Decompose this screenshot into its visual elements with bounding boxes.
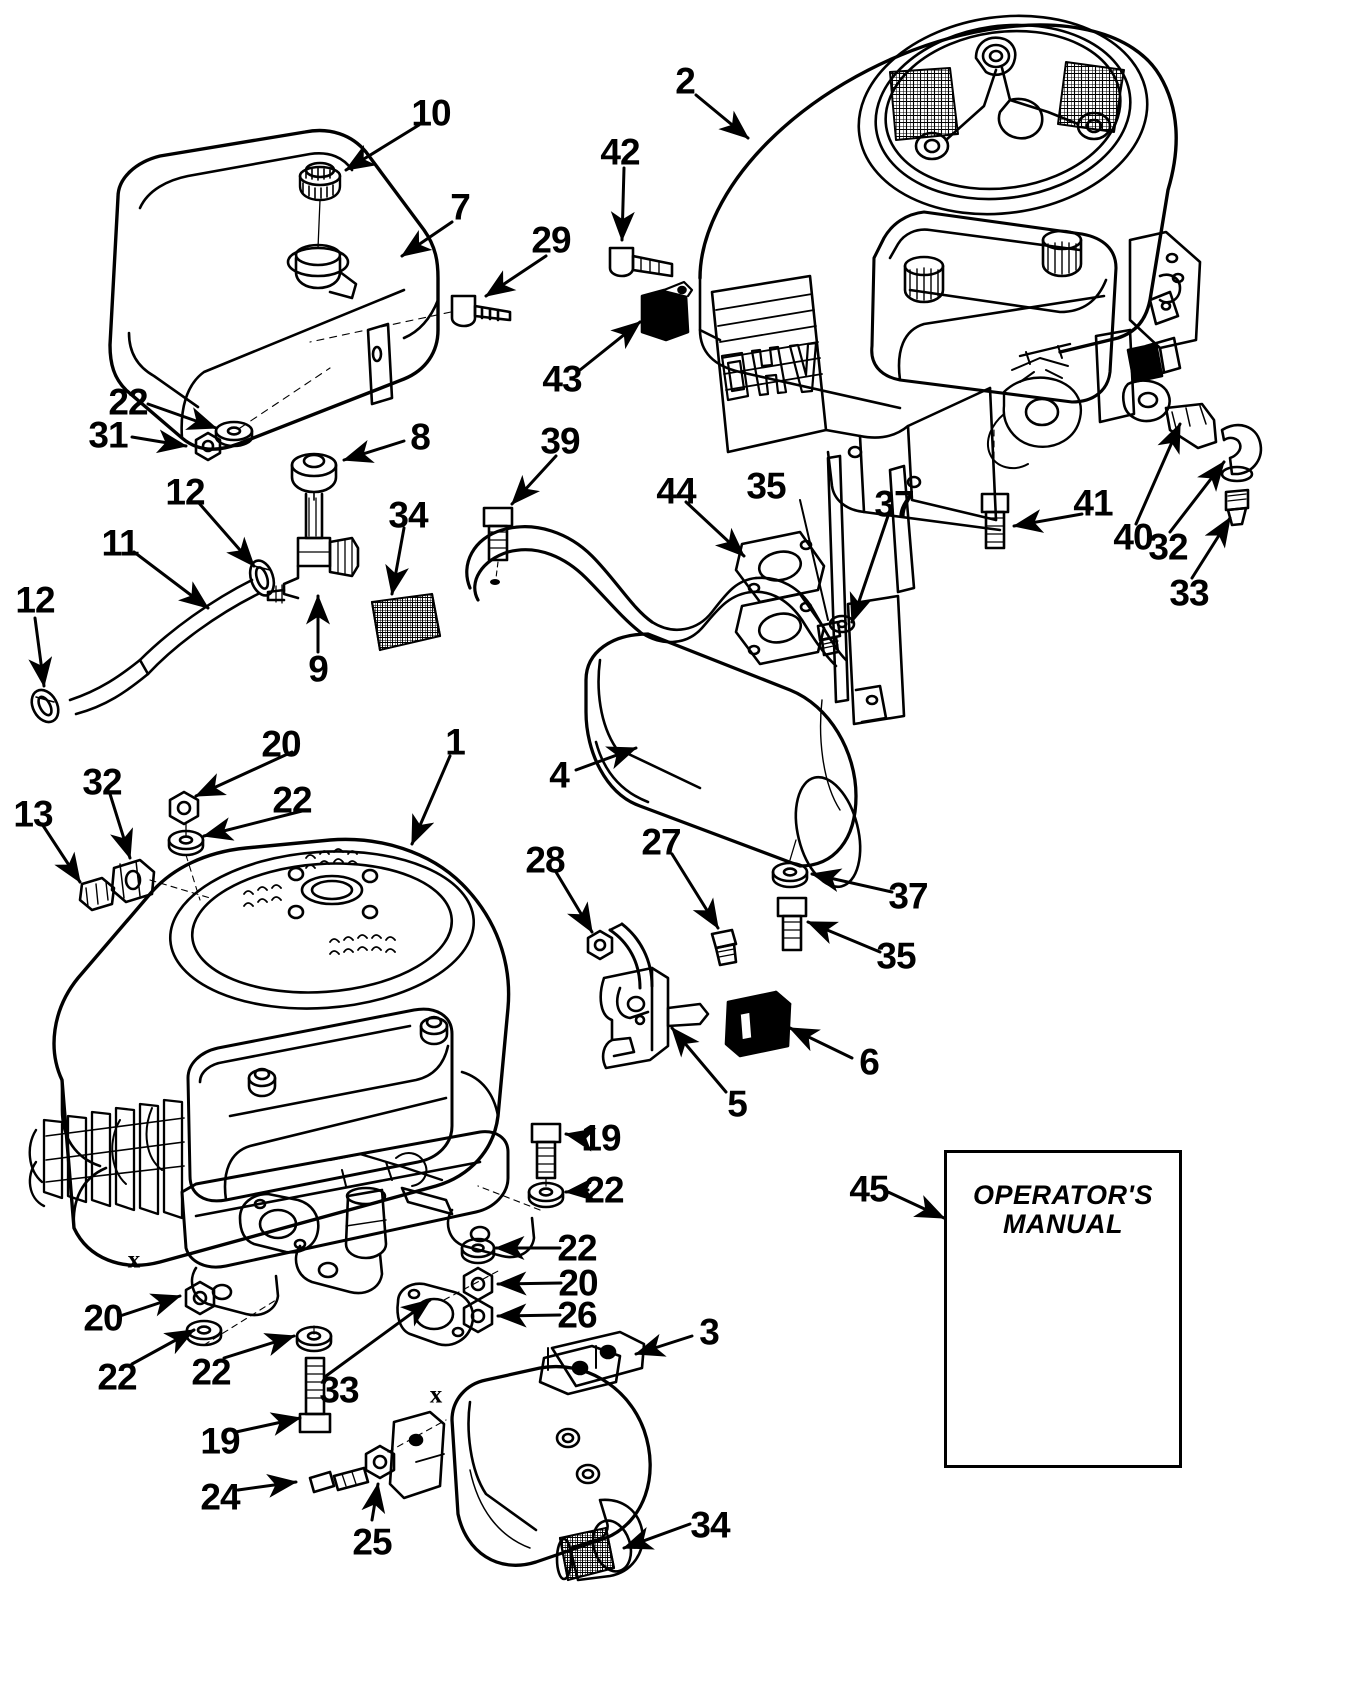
callout-1-engine-1: 1 bbox=[445, 721, 466, 763]
callout-43-clip-43: 43 bbox=[542, 358, 582, 400]
callout-22-washer-22c: 22 bbox=[584, 1169, 624, 1211]
washer-22-right bbox=[460, 1237, 496, 1265]
callout-27-screw-27: 27 bbox=[641, 821, 681, 863]
nut-20-bottomleft bbox=[184, 1280, 216, 1316]
gasket-44-upper bbox=[734, 530, 826, 604]
callout-22-washer-22d: 22 bbox=[557, 1227, 597, 1269]
callout-33-fitting-33b: 33 bbox=[319, 1369, 359, 1411]
callout-7-fuel-tank: 7 bbox=[450, 186, 471, 228]
fuel-cap-10 bbox=[298, 161, 342, 202]
fuel-valve-9 bbox=[266, 492, 360, 604]
callout-32-fitting-32b: 32 bbox=[82, 761, 122, 803]
callout-10-fuel-cap: 10 bbox=[411, 92, 451, 134]
washer-22-bottomleft bbox=[185, 1319, 223, 1347]
bolt-19-center bbox=[530, 1122, 562, 1180]
callout-31-nut-31: 31 bbox=[88, 414, 128, 456]
manual-title-line1: OPERATOR'S bbox=[973, 1180, 1153, 1210]
x-reference-marker-1: x bbox=[127, 1246, 141, 1274]
leader-lines bbox=[28, 93, 1232, 1550]
nut-20-top bbox=[168, 790, 200, 826]
callout-12-clamp-12: 12 bbox=[165, 471, 205, 513]
callout-37-washer-37b: 37 bbox=[888, 875, 928, 917]
operators-manual-45: OPERATOR'S MANUAL bbox=[944, 1150, 1182, 1468]
callout-9-fuel-valve-9: 9 bbox=[308, 648, 329, 690]
screw-27 bbox=[710, 928, 738, 967]
grommet-8 bbox=[290, 452, 338, 494]
callout-22-washer-22e: 22 bbox=[97, 1356, 137, 1398]
callout-13-fitting-13: 13 bbox=[13, 793, 53, 835]
manual-title-line2: MANUAL bbox=[1003, 1209, 1123, 1240]
callout-34-clamp-34b: 34 bbox=[690, 1504, 730, 1546]
callout-22-washer-22: 22 bbox=[108, 381, 148, 423]
fuel-tank-7 bbox=[108, 128, 440, 451]
callout-33-fitting-33: 33 bbox=[1169, 572, 1209, 614]
callout-6-bushing-6: 6 bbox=[859, 1041, 880, 1083]
callout-29-screw-29: 29 bbox=[531, 219, 571, 261]
callout-42-screw-42: 42 bbox=[600, 131, 640, 173]
callout-20-nut-20c: 20 bbox=[83, 1297, 123, 1339]
callout-44-gasket-44: 44 bbox=[656, 470, 696, 512]
callout-22-washer-22b: 22 bbox=[272, 779, 312, 821]
fitting-32-lower bbox=[110, 858, 156, 904]
muffler-bracket bbox=[826, 454, 916, 726]
callout-2-engine-shroud-upper: 2 bbox=[675, 60, 696, 102]
callout-41-bolt-41: 41 bbox=[1073, 482, 1113, 524]
bracket-5 bbox=[599, 922, 710, 1070]
washer-37-lower bbox=[771, 861, 809, 889]
nut-26-right bbox=[462, 1298, 494, 1334]
bushing-6 bbox=[724, 990, 792, 1058]
clamp-12-lower bbox=[30, 688, 60, 724]
callout-24-screw-24: 24 bbox=[200, 1476, 240, 1518]
nut-25 bbox=[364, 1444, 396, 1480]
x-reference-marker-2: x bbox=[429, 1381, 443, 1409]
screw-29 bbox=[450, 294, 512, 328]
washer-37-upper bbox=[828, 614, 856, 634]
fuel-hose-11 bbox=[68, 578, 260, 716]
nut-31 bbox=[194, 431, 222, 462]
clip-43 bbox=[640, 280, 694, 342]
nut-28 bbox=[586, 929, 614, 961]
callout-45-operators-manual-45: 45 bbox=[849, 1168, 889, 1210]
callout-3-blower-housing-3: 3 bbox=[699, 1311, 720, 1353]
callout-12-clamp-12b: 12 bbox=[15, 579, 55, 621]
nut-20-right bbox=[462, 1266, 494, 1302]
blower-housing-3 bbox=[388, 1330, 652, 1582]
gasket-44-lower bbox=[734, 592, 826, 666]
callout-19-bolt-19b: 19 bbox=[200, 1420, 240, 1462]
screw-39 bbox=[482, 506, 514, 562]
washer-22-tank bbox=[214, 420, 254, 448]
engine-lower-1 bbox=[28, 837, 536, 1317]
callout-22-washer-22f: 22 bbox=[191, 1351, 231, 1393]
callout-19-bolt-19: 19 bbox=[581, 1117, 621, 1159]
callout-40-tube-40: 40 bbox=[1113, 516, 1153, 558]
clamp-34-upper bbox=[370, 592, 442, 652]
callout-35-bolt-35: 35 bbox=[746, 465, 786, 507]
screw-42 bbox=[608, 246, 674, 278]
callout-8-grommet-8: 8 bbox=[410, 416, 431, 458]
callout-26-nut-26: 26 bbox=[557, 1294, 597, 1336]
bolt-35-lower bbox=[776, 896, 808, 952]
bolt-41 bbox=[980, 492, 1010, 550]
callout-37-washer-37: 37 bbox=[874, 483, 914, 525]
fitting-13 bbox=[78, 876, 116, 912]
callout-20-nut-20: 20 bbox=[261, 723, 301, 765]
callout-20-nut-20b: 20 bbox=[558, 1262, 598, 1304]
screw-24 bbox=[308, 1466, 370, 1494]
callout-4-muffler-4: 4 bbox=[549, 754, 570, 796]
callout-32-elbow-32: 32 bbox=[1148, 526, 1188, 568]
callout-28-nut-28: 28 bbox=[525, 839, 565, 881]
callout-34-clamp-34: 34 bbox=[388, 494, 428, 536]
callout-5-bracket-5: 5 bbox=[727, 1083, 748, 1125]
callout-25-nut-25: 25 bbox=[352, 1521, 392, 1563]
manual-title-text: OPERATOR'S MANUAL bbox=[947, 1180, 1179, 1240]
callout-35-bolt-35b: 35 bbox=[876, 935, 916, 977]
callout-39-screw-39: 39 bbox=[540, 420, 580, 462]
engine-upper-2 bbox=[698, 14, 1202, 532]
callout-11-fuel-hose-11: 11 bbox=[101, 522, 139, 564]
elbow-32 bbox=[1220, 423, 1263, 483]
